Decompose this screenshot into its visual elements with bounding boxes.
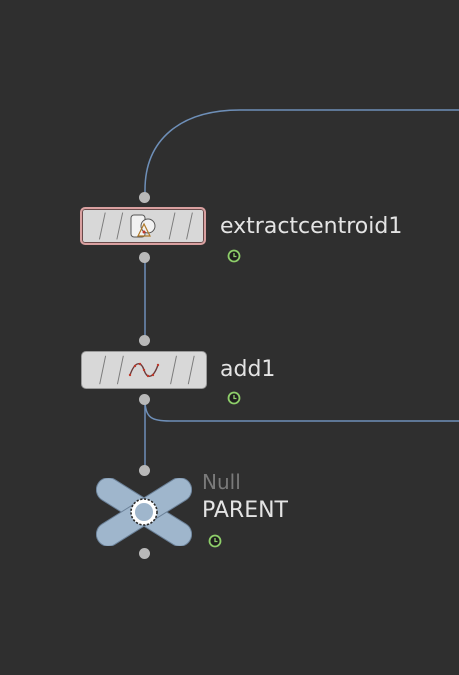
wire-add1-to-offscreen[interactable] xyxy=(144,399,459,422)
node-label-extractcentroid1[interactable]: extractcentroid1 xyxy=(220,214,403,239)
output-port[interactable] xyxy=(139,548,150,559)
curve-icon xyxy=(128,362,160,378)
time-dependent-clock-icon xyxy=(208,534,222,548)
node-label-add1[interactable]: add1 xyxy=(220,357,276,382)
time-dependent-clock-icon xyxy=(227,249,241,263)
null-node-icon[interactable] xyxy=(96,478,192,546)
node-body-stripes xyxy=(99,355,195,385)
input-port[interactable] xyxy=(139,335,150,346)
wire-input-to-extractcentroid1[interactable] xyxy=(144,109,459,197)
node-type-label: Null xyxy=(202,470,241,494)
input-port[interactable] xyxy=(139,465,150,476)
node-add1[interactable] xyxy=(81,351,207,389)
extract-centroid-icon xyxy=(130,214,156,238)
output-port[interactable] xyxy=(139,252,150,263)
node-extractcentroid1[interactable] xyxy=(80,207,206,245)
node-label-parent[interactable]: PARENT xyxy=(202,498,288,523)
input-port[interactable] xyxy=(139,192,150,203)
node-body-stripes xyxy=(98,212,193,240)
output-port[interactable] xyxy=(139,394,150,405)
time-dependent-clock-icon xyxy=(227,391,241,405)
